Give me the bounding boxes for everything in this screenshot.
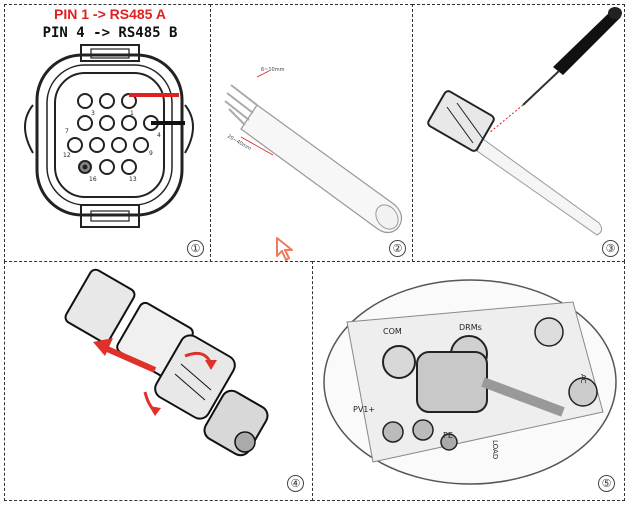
pe-label: PE (443, 431, 453, 440)
pin-num-12: 12 (63, 152, 71, 159)
pv1-label: PV1+ (353, 405, 375, 414)
pin-num-3: 3 (91, 110, 95, 117)
stripped-cable-drawing: 6~10mm 20~40mm (224, 67, 403, 234)
ac-label: AC (579, 374, 587, 384)
panel-connector-assembly: ④ (4, 261, 313, 501)
pin-num-7: 7 (65, 128, 69, 135)
panel-screwdriver: ③ (412, 4, 625, 262)
step-number-2: ② (389, 240, 406, 257)
panel-inverter-install: COM DRMs PV1+ PE LOAD AC ⑤ (312, 261, 625, 501)
step-number-4: ④ (287, 475, 304, 492)
strip-length-short: 6~10mm (261, 67, 285, 73)
pin4-label: PIN 4 -> RS485 B (42, 25, 178, 41)
panel-cable-stripping: 6~10mm 20~40mm ② (210, 4, 413, 262)
pin-num-13: 13 (129, 176, 137, 183)
pin-num-4: 4 (157, 132, 161, 139)
drms-label: DRMs (459, 323, 482, 332)
screwdriver-icon (427, 7, 622, 236)
step-number-1: ① (187, 240, 204, 257)
inverter-install-drawing: COM DRMs PV1+ PE LOAD AC (323, 279, 617, 485)
pin-num-16: 16 (89, 176, 97, 183)
step-number-3: ③ (602, 240, 619, 257)
strip-length-long: 20~40mm (226, 134, 252, 153)
pin-num-9: 9 (149, 150, 153, 157)
pin1-label: PIN 1 -> RS485 A (54, 6, 166, 22)
com-label: COM (383, 327, 402, 336)
pin-num-1: 1 (130, 110, 134, 117)
connector-assembly-drawing (64, 268, 269, 457)
connector-face-drawing: 3 1 7 4 12 9 16 13 (24, 44, 194, 228)
load-label: LOAD (491, 440, 499, 459)
cursor-arrow-icon (276, 237, 293, 261)
step-number-5: ⑤ (598, 475, 615, 492)
panel-connector-pins: PIN 1 -> RS485 A PIN 4 -> RS485 B (4, 4, 211, 262)
